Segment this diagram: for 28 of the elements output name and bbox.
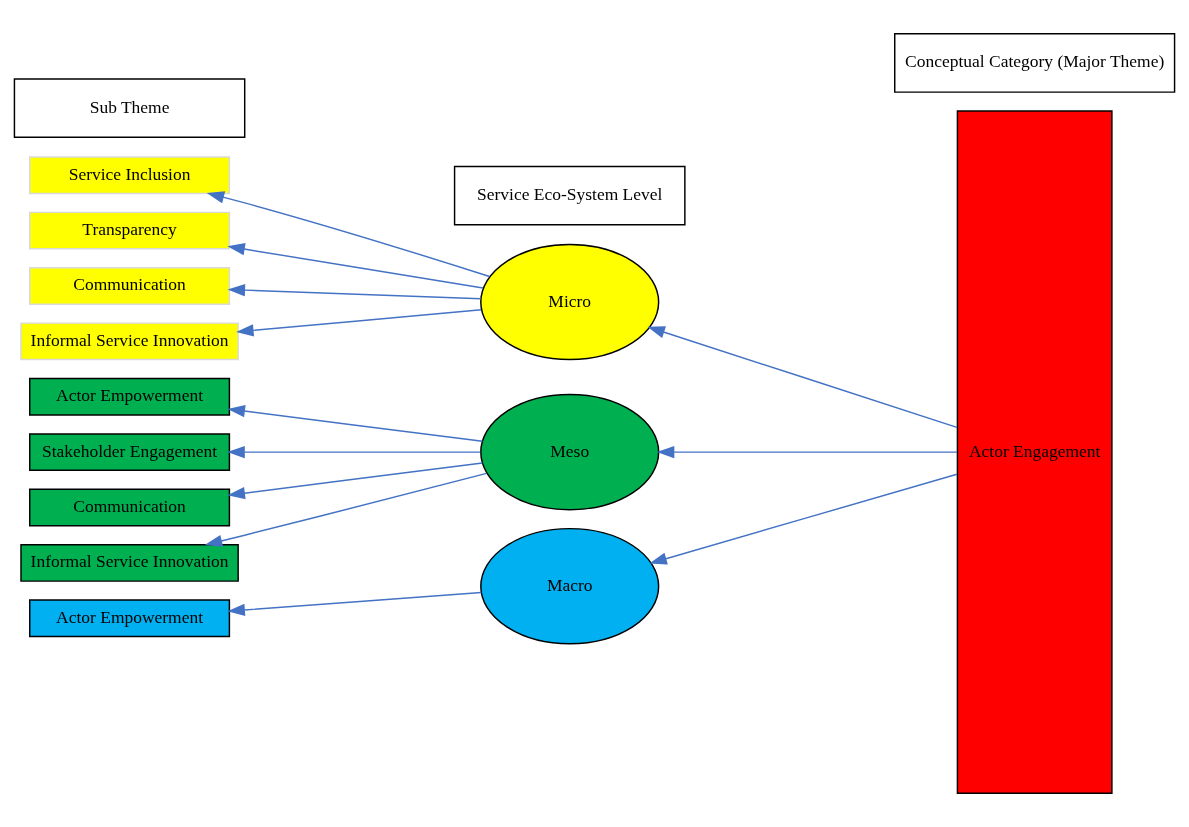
node-ellipse: Micro: [480, 243, 660, 361]
arrow: [227, 405, 484, 442]
node-box: Service Inclusion: [29, 156, 231, 195]
node-box: Informal Service Innovation: [20, 543, 239, 582]
arrow: [649, 473, 958, 565]
arrow: [236, 309, 483, 337]
arrow: [206, 191, 491, 278]
node-box: Service Eco-System Level: [453, 165, 686, 226]
arrow: [227, 284, 482, 300]
arrow: [227, 243, 484, 289]
node-ellipse: Macro: [480, 527, 660, 645]
node-box: Actor Empowerment: [29, 377, 231, 416]
node-box: Actor Empowerment: [29, 599, 231, 638]
arrow: [227, 591, 483, 617]
node-box: Stakeholder Engagement: [29, 433, 231, 472]
node-box: Conceptual Category (Major Theme): [894, 33, 1176, 93]
node-ellipse: Meso: [480, 393, 660, 511]
node-box: Communication: [29, 267, 231, 305]
arrow: [227, 446, 482, 459]
node-box: Transparency: [29, 211, 231, 250]
arrow: [204, 472, 488, 547]
node-box: Sub Theme: [13, 78, 246, 139]
node-box: Actor Engagement: [956, 110, 1113, 794]
node-box: Communication: [29, 488, 231, 527]
node-box: Informal Service Innovation: [20, 322, 239, 361]
arrow: [227, 462, 484, 500]
arrow: [647, 326, 958, 429]
arrow: [656, 446, 958, 459]
